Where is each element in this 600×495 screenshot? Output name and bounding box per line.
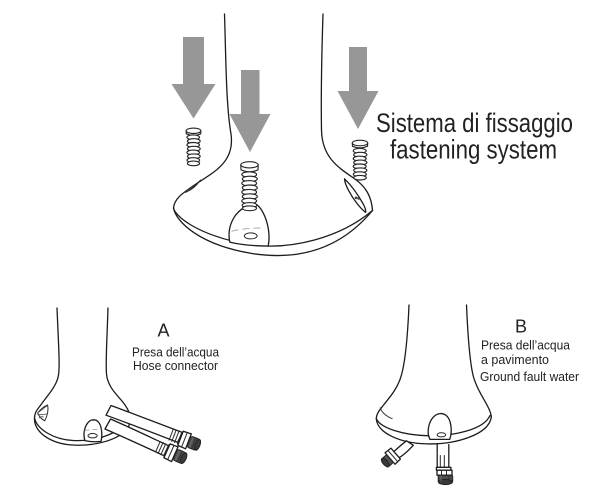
svg-text:fastening system: fastening system xyxy=(390,135,557,165)
svg-text:Hose connector: Hose connector xyxy=(133,359,218,373)
svg-text:Ground fault water: Ground fault water xyxy=(480,370,579,384)
svg-text:Sistema di fissaggio: Sistema di fissaggio xyxy=(376,108,573,138)
svg-text:a pavimento: a pavimento xyxy=(481,353,549,367)
svg-text:Presa dell’acqua: Presa dell’acqua xyxy=(481,339,570,353)
svg-text:B: B xyxy=(515,317,527,337)
svg-text:Presa dell’acqua: Presa dell’acqua xyxy=(132,346,219,360)
svg-text:A: A xyxy=(157,321,169,341)
